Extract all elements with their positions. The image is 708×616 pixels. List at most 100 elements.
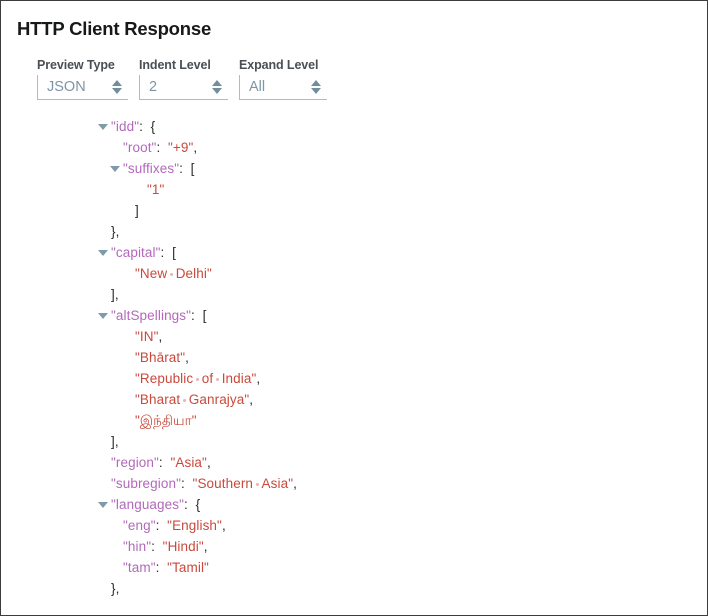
whitespace-dot-icon	[215, 377, 220, 382]
json-colon: :	[184, 497, 196, 513]
json-punctuation: ,	[293, 476, 297, 492]
triangle-up-icon[interactable]	[112, 79, 122, 86]
chevron-down-icon[interactable]	[98, 124, 108, 131]
json-colon: :	[156, 140, 169, 156]
triangle-up-icon[interactable]	[311, 79, 321, 86]
json-punctuation: [	[190, 161, 195, 177]
expand-level-select[interactable]: All	[239, 75, 327, 101]
json-string-value: Delhi"	[175, 266, 212, 282]
json-line: "tam": "Tamil"	[98, 557, 707, 578]
json-key: "hin"	[123, 539, 152, 555]
page-title: HTTP Client Response	[17, 18, 212, 39]
json-key: "tam"	[123, 560, 156, 576]
json-key: "subregion"	[111, 476, 181, 492]
json-colon: :	[191, 308, 203, 324]
preview-type-value: JSON	[47, 79, 86, 95]
json-line-content: },	[98, 221, 119, 242]
json-string-value: "Bhārat"	[135, 350, 186, 366]
json-line: "IN",	[98, 326, 707, 347]
indent-level-label: Indent Level	[139, 58, 211, 73]
json-key: "region"	[111, 455, 159, 471]
expand-level-value: All	[249, 79, 266, 95]
json-string-value: Ganrajya"	[188, 392, 250, 408]
json-string-value: "1"	[147, 182, 165, 198]
json-punctuation: {	[195, 497, 201, 513]
json-line-content: "Bhārat",	[98, 347, 189, 368]
preview-type-label: Preview Type	[37, 58, 115, 73]
preview-type-select[interactable]: JSON	[37, 75, 128, 101]
json-line-content: "idd": {	[98, 116, 155, 137]
json-line: "இந்தியா"	[98, 410, 707, 431]
json-punctuation: ],	[111, 287, 119, 303]
json-line-content: ],	[98, 284, 119, 305]
json-line: "root": "+9",	[98, 137, 707, 158]
triangle-down-icon[interactable]	[311, 87, 321, 94]
json-string-value: "Tamil"	[167, 560, 209, 576]
expand-level-field: Expand Level All	[239, 58, 327, 101]
json-line: ],	[98, 284, 707, 305]
json-line-content: },	[98, 578, 119, 599]
indent-level-value: 2	[149, 79, 158, 95]
triangle-down-icon[interactable]	[112, 87, 122, 94]
json-line: "eng": "English",	[98, 515, 707, 536]
indent-level-field: Indent Level 2	[139, 58, 228, 101]
json-punctuation: [	[172, 245, 176, 261]
json-punctuation: },	[111, 581, 120, 597]
json-line: ],	[98, 431, 707, 452]
json-line: ]	[98, 200, 707, 221]
chevron-down-icon[interactable]	[98, 250, 108, 257]
json-line-content: ]	[98, 200, 139, 221]
json-colon: :	[179, 161, 191, 177]
json-line-content: "tam": "Tamil"	[98, 557, 209, 578]
json-key: "altSpellings"	[111, 308, 192, 324]
json-preview-tree[interactable]: "idd": {"root": "+9","suffixes": ["1"]},…	[1, 116, 707, 599]
json-line: "Bharat Ganrajya",	[98, 389, 707, 410]
json-line: },	[98, 578, 707, 599]
json-line: "1"	[98, 179, 707, 200]
expand-level-label: Expand Level	[239, 58, 319, 73]
json-key: "capital"	[111, 245, 161, 261]
json-key: "suffixes"	[123, 161, 180, 177]
json-line: "New Delhi"	[98, 263, 707, 284]
json-punctuation: ,	[206, 455, 211, 471]
json-line-content: "root": "+9",	[98, 137, 197, 158]
json-punctuation: {	[150, 119, 156, 135]
json-line: "idd": {	[98, 116, 707, 137]
json-punctuation: },	[111, 224, 120, 240]
indent-level-stepper[interactable]	[212, 79, 222, 95]
expand-level-stepper[interactable]	[311, 79, 321, 95]
json-punctuation: ,	[221, 518, 226, 534]
json-line: "suffixes": [	[98, 158, 707, 179]
json-line-content: "IN",	[98, 326, 162, 347]
json-key: "languages"	[111, 497, 184, 513]
json-line: "languages": {	[98, 494, 707, 515]
triangle-up-icon[interactable]	[212, 79, 222, 86]
json-colon: :	[158, 455, 171, 471]
json-key: "eng"	[123, 518, 156, 534]
triangle-down-icon[interactable]	[212, 87, 222, 94]
json-line: },	[98, 221, 707, 242]
json-string-value: of	[201, 371, 214, 387]
json-line-content: "hin": "Hindi",	[98, 536, 208, 557]
json-punctuation: ,	[193, 140, 198, 156]
json-punctuation: ],	[111, 434, 119, 450]
chevron-down-icon[interactable]	[98, 313, 108, 320]
json-line-content: "suffixes": [	[98, 158, 195, 179]
json-line-content: ],	[98, 431, 119, 452]
whitespace-dot-icon	[255, 482, 260, 487]
json-line-content: "இந்தியா"	[98, 410, 197, 431]
chevron-down-icon[interactable]	[110, 166, 120, 173]
preview-type-stepper[interactable]	[112, 79, 122, 95]
json-colon: :	[155, 560, 168, 576]
json-string-value: "New	[135, 266, 168, 282]
chevron-down-icon[interactable]	[98, 502, 108, 509]
indent-level-stepper-input[interactable]: 2	[139, 75, 228, 101]
json-punctuation: ]	[135, 203, 139, 219]
json-line: "region": "Asia",	[98, 452, 707, 473]
json-string-value: "Bharat	[135, 392, 181, 408]
json-punctuation: ,	[158, 329, 163, 345]
json-punctuation: ,	[249, 392, 254, 408]
